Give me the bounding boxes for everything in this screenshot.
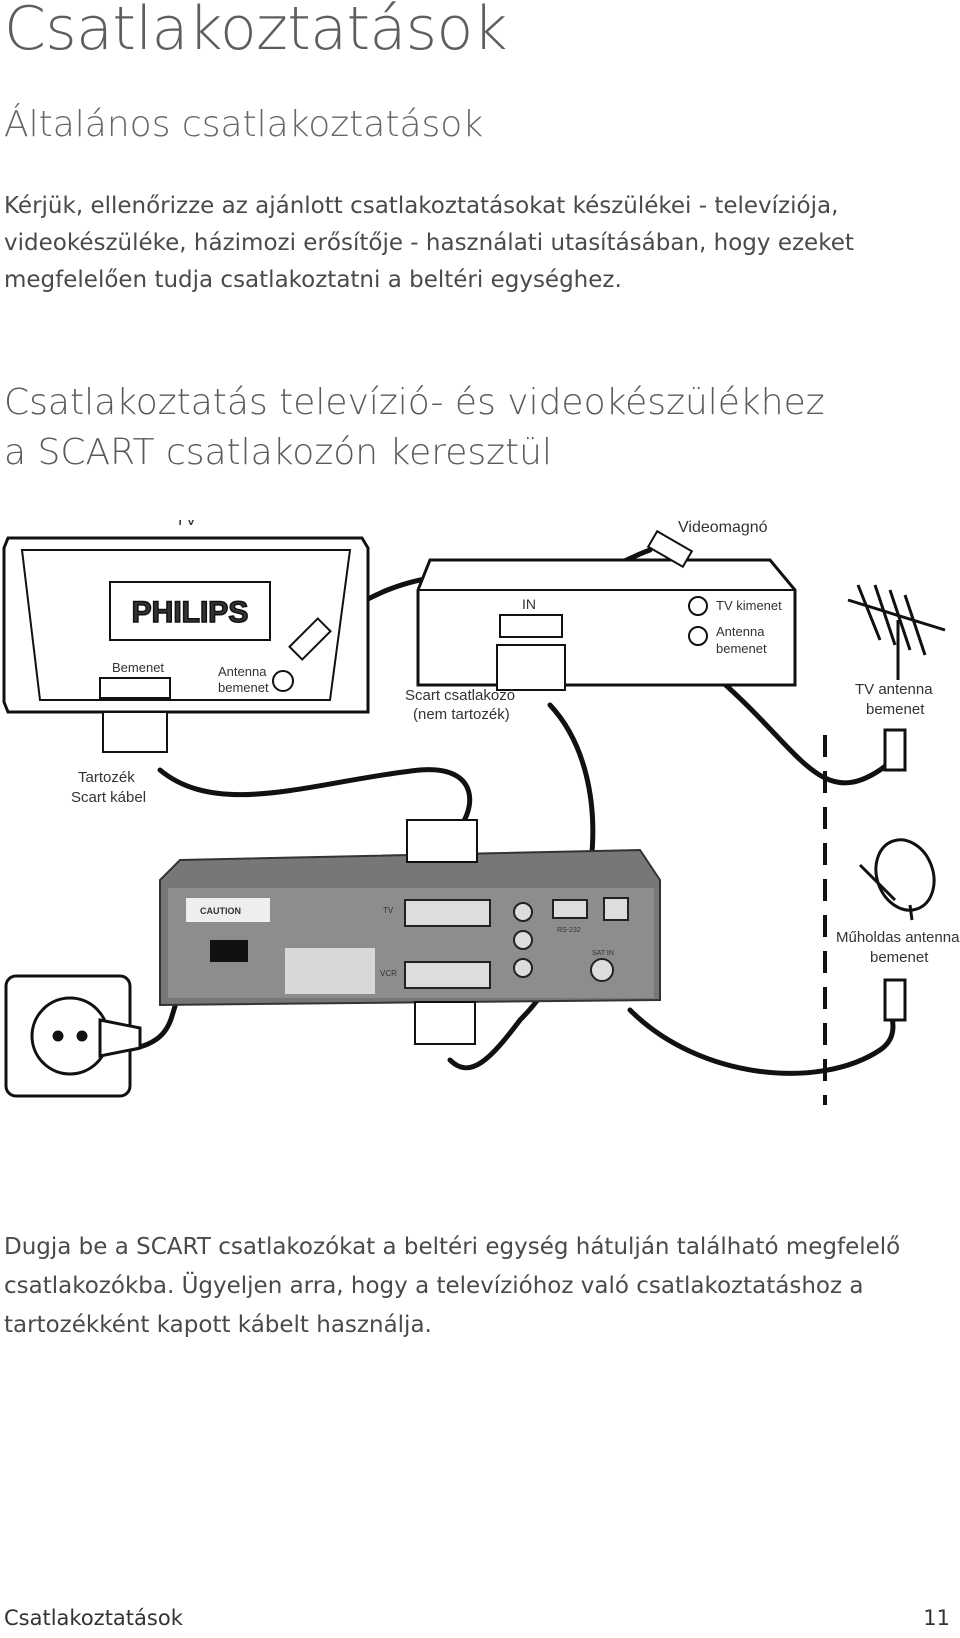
tv-aerial-icon: [847, 584, 946, 680]
vcr-tv-out-label: TV kimenet: [716, 598, 782, 613]
scart-plug-line1: Scart csatlakozó: [405, 687, 515, 704]
sat-antenna-line1: Műholdas antenna: [836, 929, 960, 946]
vcr-in-label: IN: [522, 596, 536, 612]
sat-antenna-plug: [883, 978, 907, 1022]
accessory-cable-line1: Tartozék: [78, 769, 135, 786]
page-title: Csatlakoztatások: [4, 0, 508, 64]
stb-rs232: RS-232: [557, 927, 581, 934]
cable-sat: [627, 1007, 896, 1076]
section-title-line2: a SCART csatlakozón keresztül: [4, 432, 552, 473]
vcr-device: Videomagnó IN TV kimenet Antenna bemenet: [416, 520, 797, 691]
tv-antenna-line2: bemenet: [218, 680, 269, 695]
section-title-line1: Csatlakoztatás televízió- és videokészül…: [4, 382, 825, 423]
instructions-paragraph: Dugja be a SCART csatlakozókat a beltéri…: [4, 1234, 901, 1338]
tv-antenna-line1: Antenna: [218, 664, 267, 679]
satellite-dish-icon: [858, 838, 936, 921]
vcr-label: Videomagnó: [678, 520, 768, 536]
stb-scart-tv: [404, 899, 491, 927]
tv-antenna-input-line1: TV antenna: [855, 681, 933, 698]
sat-antenna-line2: bemenet: [870, 949, 929, 966]
page-number: 11: [923, 1606, 950, 1630]
tv-label: TV: [175, 520, 197, 529]
wall-socket-icon: [4, 974, 142, 1098]
stb-sat-in: SAT IN: [592, 950, 614, 957]
stb-tv-port: TV: [383, 906, 394, 915]
tv-antenna-plug: [883, 728, 907, 772]
cable-tv-scart: [157, 767, 473, 843]
intro-paragraph: Kérjük, ellenőrizze az ajánlott csatlako…: [4, 193, 854, 293]
connection-diagram: TV PHILIPS Bemenet Antenna bemenet Video…: [2, 520, 960, 1105]
scart-plug-line2: (nem tartozék): [413, 706, 510, 723]
tv-antenna-socket: [272, 670, 294, 692]
tv-input-label: Bemenet: [112, 660, 164, 675]
vcr-antenna-line1: Antenna: [716, 624, 765, 639]
vcr-scart-socket: [499, 614, 563, 638]
stb-scart-vcr: [404, 961, 491, 989]
set-top-box: CAUTION TV VCR RS-232 SAT IN: [159, 819, 661, 1045]
stb-vcr-port: VCR: [380, 969, 397, 978]
accessory-cable-line2: Scart kábel: [71, 789, 146, 806]
page-subtitle: Általános csatlakoztatások: [4, 104, 484, 145]
tv-scart-socket: [99, 677, 171, 699]
stb-caution: CAUTION: [200, 906, 241, 916]
tv-device: TV PHILIPS Bemenet Antenna bemenet: [2, 520, 370, 753]
footer-section: Csatlakoztatások: [4, 1606, 183, 1630]
tv-antenna-input-line2: bemenet: [866, 701, 925, 718]
section-title: Csatlakoztatás televízió- és videokészül…: [4, 378, 904, 478]
vcr-antenna-line2: bemenet: [716, 641, 767, 656]
tv-brand: PHILIPS: [132, 596, 249, 629]
